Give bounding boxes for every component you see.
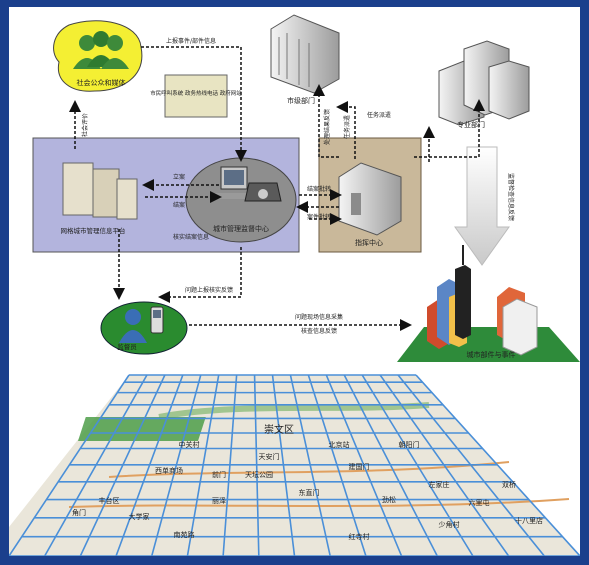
hotline-label: 市民呼叫系统 政务热线电话 政府网站	[150, 89, 242, 97]
map-place-label: 南苑路	[174, 530, 195, 539]
flow-assign-b-label: 任务派遣	[343, 115, 351, 139]
command-label: 指挥中心	[355, 238, 383, 247]
map-place-label: 崇文区	[264, 423, 294, 436]
map-place-label: 六里屯	[469, 498, 490, 507]
supervisor-label: 监督员	[117, 342, 137, 351]
map-place-label: 建国门	[349, 462, 370, 471]
map-place-label: 朝阳门	[399, 440, 420, 449]
flow-process-label: 处理结果反馈	[323, 109, 331, 145]
person-icon	[119, 309, 147, 343]
flow-supervise-label: 监督检查信息反馈	[507, 173, 515, 221]
flow-check-label: 核实结案信息	[173, 233, 209, 241]
parts-label: 城市部件与事件	[467, 350, 516, 359]
map-place-label: 丰台区	[99, 496, 120, 505]
server-icon	[62, 162, 138, 220]
platform-label: 网格城市管理信息平台	[61, 226, 126, 235]
supervisor-badge	[100, 301, 188, 355]
map-place-label: 天坛公园	[245, 470, 273, 479]
flow-return-label: 案件批转	[307, 213, 331, 221]
monitor-label: 城市管理监督中心	[213, 224, 269, 233]
tower-icon	[455, 245, 471, 339]
map-place-label: 角门	[72, 508, 86, 517]
map-place-label: 红寺村	[349, 532, 370, 541]
map-grid-line	[415, 374, 580, 556]
pro-dept-label: 专业部门	[457, 120, 485, 129]
map-place-label: 大学家	[129, 512, 150, 521]
city-gov-label: 市级部门	[287, 96, 315, 105]
flow-close-label: 结案	[173, 201, 185, 209]
people-icon	[73, 31, 129, 69]
map-place-label: 双桥	[502, 480, 516, 489]
mobile-phone-icon	[150, 306, 164, 334]
computer-icon	[215, 166, 253, 199]
flow-assign-a-label: 任务派遣	[367, 111, 391, 119]
office-building-icon	[270, 14, 340, 94]
flow-feedback-label: 核查信息反馈	[301, 327, 337, 335]
map-grid-line	[9, 374, 130, 556]
map-place-label: 东直门	[299, 488, 320, 497]
map-place-label: 左家庄	[429, 480, 450, 489]
map-place-label: 西单商场	[155, 466, 183, 475]
flow-file-label: 立案	[173, 173, 185, 181]
map-place-label: 北京站	[329, 440, 350, 449]
map-place-label: 劲松	[382, 495, 396, 504]
flow-arrows	[69, 46, 485, 331]
flow-dispatch-label: 结案批转	[307, 185, 331, 193]
map-place-label: 中关村	[179, 440, 200, 449]
flow-collect-label: 问题现场信息采集	[295, 313, 343, 321]
hotline-box	[164, 74, 228, 118]
map-place-label: 天安门	[259, 452, 280, 461]
professional-buildings-icon	[438, 40, 530, 126]
public-label: 社会公众和媒体	[77, 78, 126, 87]
map-place-label: 丽泽	[212, 497, 226, 505]
flow-report-label: 上报事件/部件信息	[166, 37, 216, 45]
diagram-frame: 崇文区西单商场 天坛公园 建国门红寺村 大学家 丽泽少角村 十八里店 丰台区 左家庄劲松角门南…	[9, 7, 580, 556]
command-building-icon	[338, 162, 402, 236]
telephone-icon	[244, 182, 282, 202]
flow-problem-label: 问题上报核实反馈	[185, 286, 233, 294]
map-place-label: 前门	[212, 470, 226, 479]
map-place-label: 少角村	[439, 520, 460, 529]
flow-evaluation-label: 社会评价	[81, 113, 89, 137]
map-place-label: 十八里店	[515, 516, 543, 525]
arrow-down-icon	[454, 146, 510, 266]
